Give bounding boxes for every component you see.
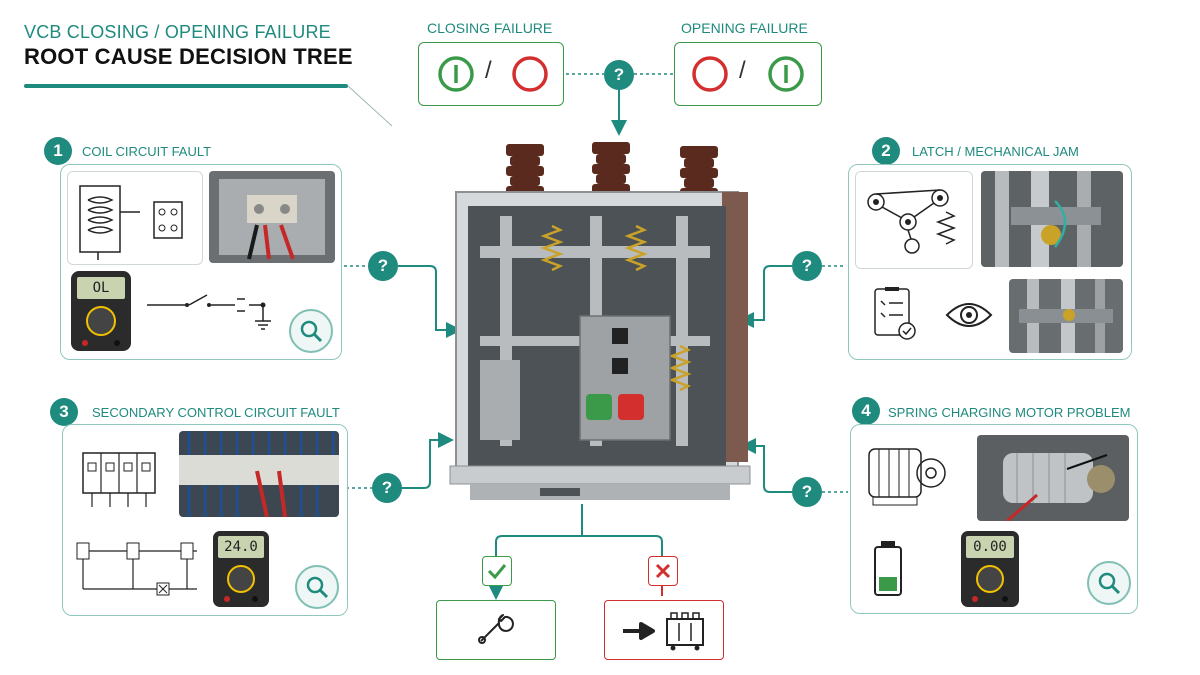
separator: / <box>739 57 746 84</box>
linkage-icon <box>867 189 957 254</box>
control-circuit-schematic <box>76 542 197 596</box>
panel-2-number: 2 <box>872 137 900 165</box>
coil-terminal-photo <box>209 171 335 263</box>
battery-icon <box>874 541 902 596</box>
panel-2-title: LATCH / MECHANICAL JAM <box>912 144 1079 159</box>
x-icon <box>655 563 671 579</box>
latch-mechanical-panel[interactable] <box>848 164 1132 360</box>
mechanism-closeup-photo <box>1009 279 1123 353</box>
motor-icon <box>868 448 946 506</box>
wiring-terminal-photo <box>179 431 339 517</box>
red-open-icon <box>512 56 548 92</box>
wrench-icon <box>478 614 514 644</box>
multimeter-icon: 0.00 <box>959 529 1021 609</box>
coil-circuit-panel[interactable]: OL <box>60 164 342 360</box>
opening-failure-label: OPENING FAILURE <box>681 20 808 36</box>
panel-1-title: COIL CIRCUIT FAULT <box>82 144 212 159</box>
vacuum-circuit-breaker-image <box>449 142 751 500</box>
terminal-block-diagram <box>69 431 173 521</box>
terminal-block-icon <box>82 452 156 507</box>
closing-failure-label: CLOSING FAILURE <box>427 20 553 36</box>
latch-mechanism-photo <box>981 171 1123 267</box>
panel-1-number: 1 <box>44 137 72 165</box>
meter-reading: 0.00 <box>973 539 1007 555</box>
inspect-button[interactable] <box>289 309 333 353</box>
inspect-button[interactable] <box>1087 561 1131 605</box>
panel-3-question-marker: ? <box>372 473 402 503</box>
coil-diagram-cell <box>67 171 203 265</box>
magnifier-icon <box>300 320 323 343</box>
replace-breaker-icon <box>623 612 704 651</box>
switch-circuit-icon <box>147 294 271 330</box>
multimeter-icon: OL <box>69 269 133 353</box>
panel-2-question-marker: ? <box>792 251 822 281</box>
panel-4-number: 4 <box>852 397 880 425</box>
page-title: ROOT CAUSE DECISION TREE <box>24 44 353 69</box>
panel-4-question-marker: ? <box>792 477 822 507</box>
magnifier-icon <box>1098 572 1121 595</box>
coil-icon <box>79 185 183 260</box>
pass-indicator <box>482 556 512 586</box>
replace-outcome-box[interactable] <box>604 600 724 660</box>
inspect-button[interactable] <box>295 565 339 609</box>
meter-reading: OL <box>92 280 110 296</box>
meter-reading: 24.0 <box>224 539 258 555</box>
panel-4-title: SPRING CHARGING MOTOR PROBLEM <box>888 405 1131 420</box>
title-underline <box>24 84 348 88</box>
green-close-icon <box>438 56 474 92</box>
opening-failure-box[interactable]: / <box>674 42 822 106</box>
secondary-control-panel[interactable]: 24.0 <box>62 424 348 616</box>
multimeter-icon: 24.0 <box>211 529 271 609</box>
magnifier-icon <box>306 576 329 599</box>
motor-photo <box>977 435 1129 521</box>
closing-failure-box[interactable]: / <box>418 42 564 106</box>
repair-outcome-box[interactable] <box>436 600 556 660</box>
title-line-1: VCB CLOSING / OPENING FAILURE <box>24 22 331 42</box>
panel-3-number: 3 <box>50 398 78 426</box>
inspection-icons-cell <box>855 275 999 353</box>
spring-motor-panel[interactable]: 0.00 <box>850 424 1138 614</box>
linkage-diagram-cell <box>855 171 973 269</box>
top-question-marker: ? <box>604 60 634 90</box>
red-open-icon <box>692 56 728 92</box>
green-close-icon <box>768 56 804 92</box>
panel-1-question-marker: ? <box>368 251 398 281</box>
check-icon <box>487 564 507 580</box>
fail-indicator <box>648 556 678 586</box>
panel-3-title: SECONDARY CONTROL CIRCUIT FAULT <box>92 405 340 420</box>
separator: / <box>485 57 492 84</box>
checklist-eye-icons <box>874 287 993 340</box>
